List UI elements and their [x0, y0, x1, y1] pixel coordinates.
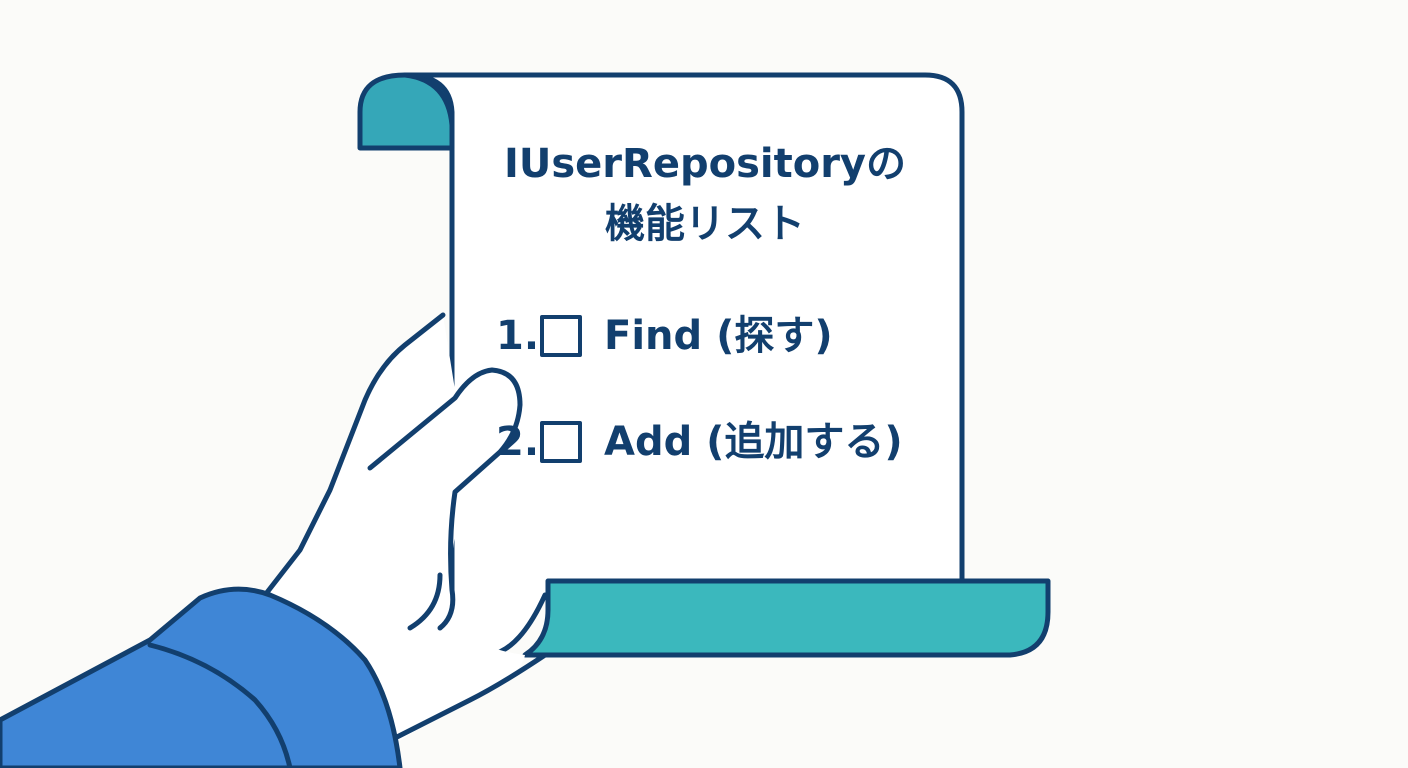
sleeve-fold — [147, 642, 293, 768]
checkbox[interactable] — [540, 421, 582, 463]
list-item-number: 2. — [496, 419, 540, 465]
list-item-number: 1. — [496, 313, 540, 359]
list-title-line-2: 機能リスト — [605, 201, 805, 247]
scroll-top-roll-inner — [404, 72, 455, 126]
list-title-line-1: IUserRepositoryの — [504, 141, 906, 187]
scroll-bottom-roll — [522, 578, 1051, 658]
hand-outline — [262, 312, 446, 598]
list-item-label: Find (探す) — [604, 313, 833, 359]
list-item: 1. Find (探す) — [496, 312, 833, 360]
sleeve — [0, 586, 403, 768]
checkbox[interactable] — [540, 315, 582, 357]
scroll-top-roll — [357, 72, 455, 151]
list-item: 2. Add (追加する) — [496, 418, 903, 466]
list-item-label: Add (追加する) — [604, 419, 903, 465]
palm-lower-outline — [392, 572, 548, 741]
thumb-outline — [367, 367, 523, 631]
